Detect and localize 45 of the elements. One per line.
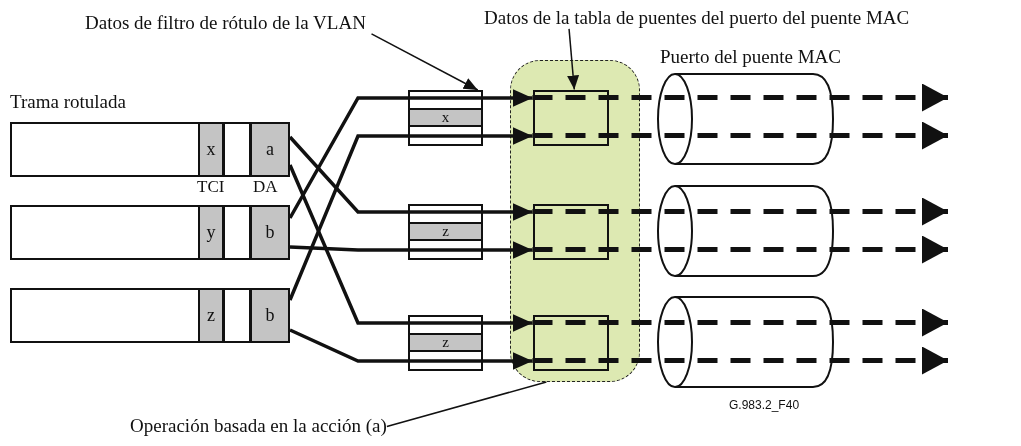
- connector-line: [288, 134, 408, 301]
- callout-text: Datos de filtro de rótulo de la VLAN: [85, 12, 366, 33]
- arrow: [408, 352, 533, 370]
- filter-value: x: [410, 108, 481, 127]
- dashed-arrow: [532, 346, 948, 375]
- connector-line: [289, 245, 408, 252]
- header-field: a: [250, 122, 290, 177]
- frame-box: [10, 288, 290, 343]
- header-field: b: [250, 205, 290, 260]
- connector-line: [288, 96, 408, 219]
- dashed-arrow: [532, 121, 948, 150]
- arrow: [408, 89, 533, 107]
- callout-text: Operación basada en la acción (a): [130, 415, 387, 436]
- frame-box: [10, 205, 290, 260]
- dashed-arrow: [532, 83, 948, 112]
- bridge-table-box: [532, 314, 609, 371]
- arrow: [408, 127, 533, 145]
- filter-value: z: [410, 333, 481, 352]
- figure-id: G.983.2_F40: [729, 399, 800, 413]
- field-label: DA: [253, 178, 278, 197]
- dashed-arrow: [532, 308, 948, 337]
- leader-line: [370, 33, 479, 91]
- connector-line: [288, 135, 408, 214]
- field-label: TCI: [197, 178, 225, 197]
- arrow: [408, 241, 533, 259]
- bridge-table-box: [532, 89, 609, 146]
- frame-title: Trama rotulada: [10, 92, 126, 113]
- connector-line: [288, 164, 408, 325]
- dashed-arrow: [532, 197, 948, 226]
- arrow: [408, 203, 533, 221]
- header-field: y: [198, 205, 224, 260]
- header-field: b: [250, 288, 290, 343]
- action-region: [510, 60, 640, 382]
- frame-box: [10, 122, 290, 177]
- leader-line: [386, 381, 548, 428]
- leader-line: [567, 28, 580, 91]
- arrow: [408, 314, 533, 332]
- bridge-table-box: [532, 203, 609, 260]
- header-field: z: [198, 288, 224, 343]
- port-title: Puerto del puente MAC: [660, 47, 841, 68]
- header-field: x: [198, 122, 224, 177]
- dashed-arrow: [532, 235, 948, 264]
- filter-value: z: [410, 222, 481, 241]
- connector-line: [289, 328, 408, 363]
- callout-text: Datos de la tabla de puentes del puerto del puente MAC: [484, 7, 910, 28]
